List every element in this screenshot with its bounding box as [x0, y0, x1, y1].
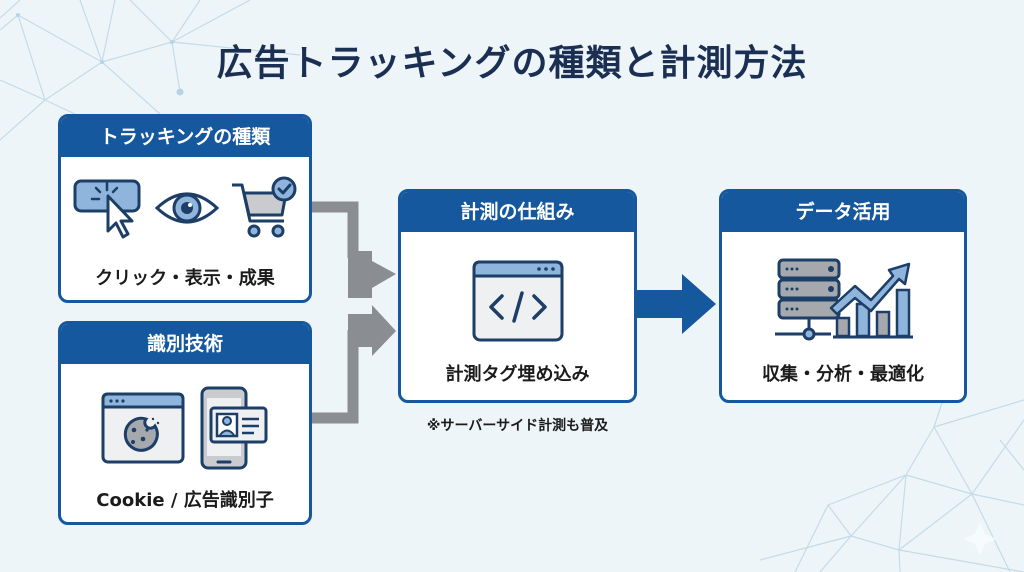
- eye-icon: [154, 192, 220, 224]
- card-heading: トラッキングの種類: [61, 117, 309, 157]
- card-heading: 識別技術: [61, 324, 309, 364]
- card-heading: データ活用: [722, 192, 964, 232]
- card-data-utilization: データ活用 収集・分析・最適化: [719, 189, 967, 403]
- server-side-note: ※サーバーサイド計測も普及: [426, 418, 609, 434]
- card-measurement-mechanism: 計測の仕組み 計測タグ埋め込み: [398, 189, 637, 403]
- page-title: 広告トラッキングの種類と計測方法: [216, 43, 808, 84]
- server-growth-chart-icon: [775, 258, 913, 341]
- card-heading: 計測の仕組み: [401, 192, 634, 232]
- card-caption: 計測タグ埋め込み: [445, 364, 590, 385]
- browser-cookie-icon: [101, 392, 185, 464]
- card-identification-technology: 識別技術 Cookie / 広告識別: [58, 321, 312, 525]
- smartphone-id-card-icon: [200, 386, 268, 470]
- browser-code-tag-icon: [472, 260, 563, 342]
- card-tracking-types: トラッキングの種類 クリック・表示・成果: [58, 114, 312, 303]
- card-caption: Cookie / 広告識別子: [96, 490, 274, 511]
- card-caption: 収集・分析・最適化: [762, 364, 924, 385]
- shopping-cart-check-icon: [232, 176, 297, 238]
- card-caption: クリック・表示・成果: [95, 268, 275, 289]
- click-button-icon: [73, 179, 141, 239]
